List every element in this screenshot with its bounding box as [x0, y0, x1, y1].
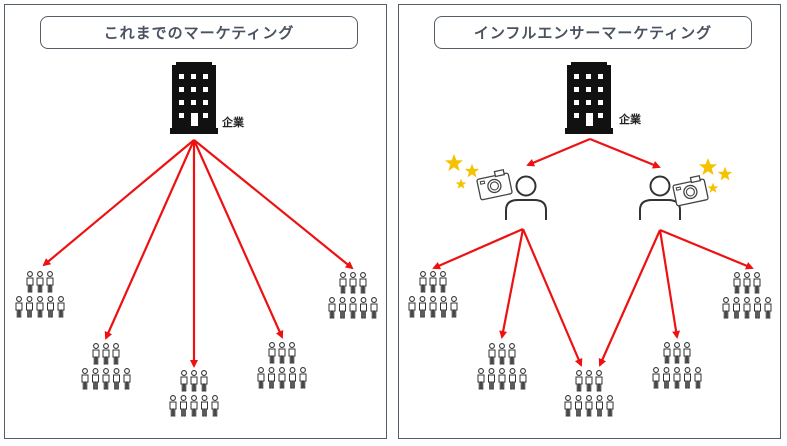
- star-icon: [717, 166, 733, 181]
- people-group-icon: [409, 272, 457, 317]
- arrows-right: [432, 137, 754, 367]
- camera-icon: [671, 174, 710, 207]
- influencer-marketing-panel: [398, 4, 781, 439]
- people-group-icon: [478, 344, 526, 389]
- influencer-marketing-title: インフルエンサーマーケティング: [434, 16, 752, 49]
- star-icon: [445, 154, 463, 171]
- arrows-left: [42, 139, 354, 368]
- arrow: [521, 228, 583, 367]
- company-label: 企業: [618, 112, 642, 126]
- arrow: [104, 139, 196, 340]
- arrow: [193, 139, 354, 270]
- person-icon: [639, 175, 681, 221]
- people-group-icon: [258, 343, 306, 388]
- people-group-icon: [82, 344, 130, 389]
- building-icon: [170, 62, 218, 134]
- star-icon: [455, 178, 467, 189]
- arrow: [499, 228, 525, 339]
- arrow: [598, 229, 662, 367]
- star-icon: [464, 163, 480, 178]
- arrow: [659, 228, 754, 270]
- people-group-icon: [170, 371, 218, 416]
- traditional-marketing-title: これまでのマーケティング: [40, 16, 358, 49]
- arrow: [526, 137, 591, 167]
- arrow: [42, 139, 195, 267]
- people-group-icon: [329, 273, 377, 318]
- arrow: [658, 229, 681, 339]
- arrow: [589, 137, 661, 169]
- people-group-icon: [16, 272, 64, 317]
- people-group-icon: [723, 273, 771, 318]
- star-icon: [707, 182, 719, 193]
- people-group-icon: [653, 343, 701, 388]
- people-group-icon: [565, 371, 613, 416]
- building-icon: [565, 62, 613, 134]
- person-icon: [505, 175, 547, 221]
- arrow: [192, 139, 284, 339]
- camera-icon: [475, 168, 514, 201]
- traditional-marketing-panel: [4, 4, 387, 439]
- star-icon: [699, 158, 717, 175]
- arrow: [432, 227, 524, 270]
- company-label: 企業: [221, 115, 245, 129]
